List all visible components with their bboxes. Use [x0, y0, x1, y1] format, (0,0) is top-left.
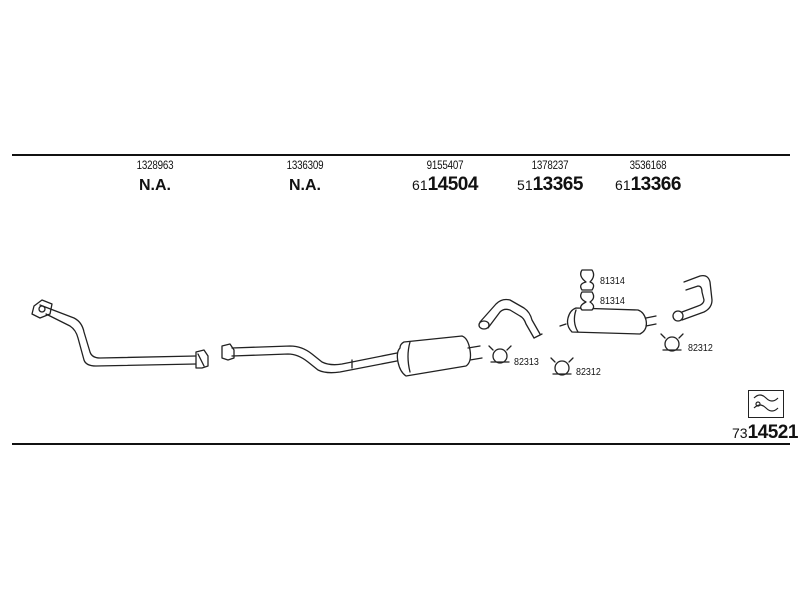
callout-mount-lower: 81314 [600, 295, 625, 307]
callout-clamp-right: 82312 [688, 342, 713, 354]
oem-number: 9155407 [426, 160, 464, 172]
tail-pipe [672, 274, 713, 322]
kit-box-icon [753, 394, 779, 412]
top-divider [12, 154, 790, 156]
intermediate-pipe [478, 298, 543, 339]
part-column-2: 1336309 N.A. [235, 160, 375, 196]
part-column-1: 1328963 N.A. [85, 160, 225, 196]
ref-number: N.A. [289, 177, 321, 194]
front-pipe [31, 299, 209, 369]
ref-number: 6113366 [615, 174, 681, 195]
callout-mount-upper: 81314 [600, 275, 625, 287]
part-column-3: 9155407 6114504 [375, 160, 515, 196]
clamp-left [488, 345, 512, 364]
oem-number: 1378237 [531, 160, 569, 172]
rear-silencer [559, 307, 657, 335]
bottom-divider [12, 443, 790, 445]
rubber-mount-lower [580, 291, 595, 311]
oem-number: 3536168 [629, 160, 667, 172]
clamp-right [660, 333, 684, 352]
ref-number: 5113365 [517, 174, 583, 195]
kit-box-frame [748, 390, 784, 418]
part-column-4: 1378237 5113365 [480, 160, 620, 196]
ref-number: N.A. [139, 177, 171, 194]
kit-number: 7314521 [732, 422, 798, 443]
center-pipe-silencer [221, 335, 483, 377]
clamp-mid [550, 357, 574, 376]
oem-number: 1328963 [136, 160, 174, 172]
ref-number: 6114504 [412, 174, 478, 195]
callout-clamp-left: 82313 [514, 356, 539, 368]
callout-clamp-mid: 82312 [576, 366, 601, 378]
oem-number: 1336309 [286, 160, 324, 172]
part-column-5: 3536168 6113366 [578, 160, 718, 196]
rubber-mount-upper [580, 269, 595, 291]
